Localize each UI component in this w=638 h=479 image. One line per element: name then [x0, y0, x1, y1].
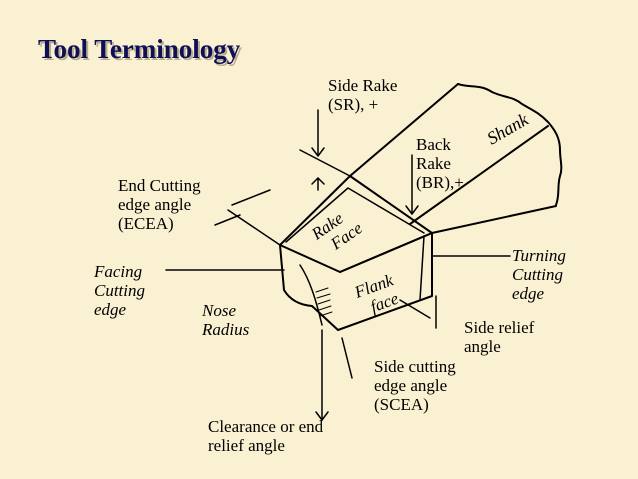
page-title: Tool Terminology [38, 34, 241, 64]
ecea-leader [227, 209, 281, 246]
end-face-outline [279, 244, 339, 331]
side-relief-angle-label: Side relief angle [464, 318, 535, 356]
flank-face-outline [337, 232, 433, 331]
back-rake-label: Back Rake (BR),+ [416, 135, 464, 192]
side-rake-label: Side Rake (SR), + [328, 76, 398, 114]
rake-face-inner-edge [285, 187, 425, 243]
clearance-angle-label: Clearance or end relief angle [208, 417, 324, 455]
side-rake-arrow [311, 147, 325, 157]
shank-broken-end [457, 83, 563, 206]
nose-curve [299, 264, 323, 326]
facing-cutting-edge-label: Facing Cutting edge [94, 262, 146, 319]
end-cutting-edge-angle-label: End Cutting edge angle (ECEA) [118, 176, 201, 233]
nose-radius-hatch [315, 287, 333, 317]
scea-leader [341, 337, 353, 379]
turning-cutting-edge-label: Turning Cutting edge [512, 246, 566, 303]
nose-radius-label: Nose Radius [202, 301, 250, 339]
shank-outline [349, 83, 459, 177]
shank-top-ridge [409, 125, 549, 225]
side-cutting-edge-angle-label: Side cutting edge angle (SCEA) [374, 357, 456, 414]
shank-bottom-edge [431, 205, 557, 234]
flank-inner-edge [419, 235, 425, 301]
